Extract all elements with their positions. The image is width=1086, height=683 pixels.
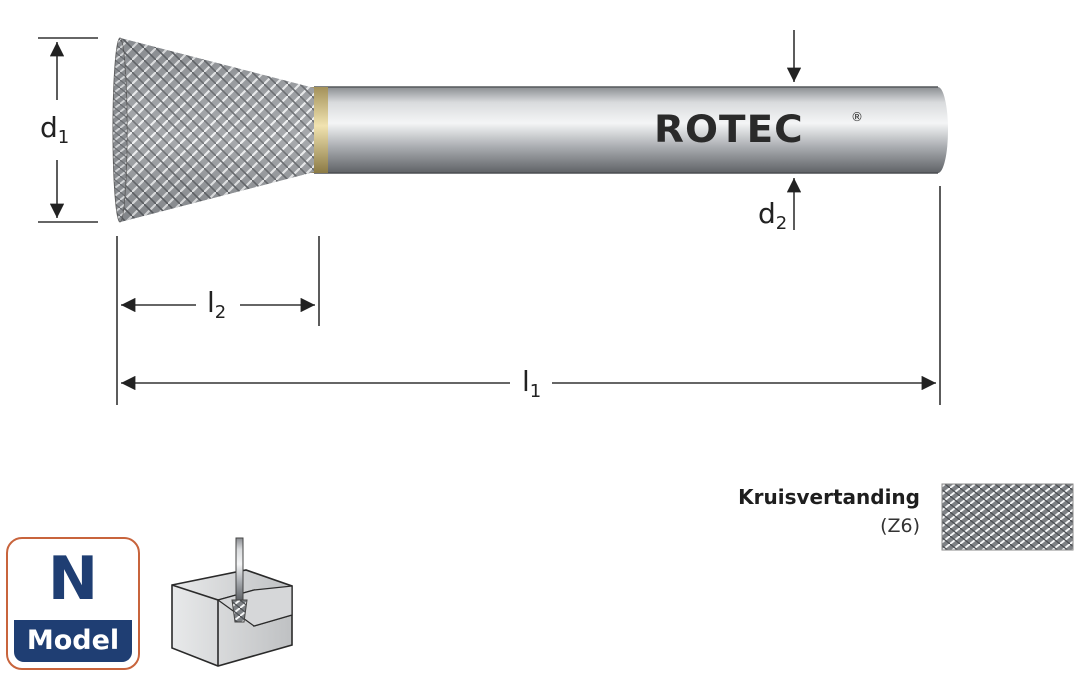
burr-head: [112, 37, 314, 223]
burr-shank: [314, 86, 948, 174]
l2-dimension: [116, 236, 320, 405]
toothing-title: Kruisvertanding: [738, 485, 920, 509]
model-letter: N: [47, 544, 99, 614]
l1-label: l1: [522, 365, 542, 402]
l1-dimension: [121, 186, 941, 405]
toothing-code: (Z6): [880, 515, 920, 537]
model-label: Model: [14, 620, 132, 662]
d1-label: d1: [40, 111, 70, 148]
model-badge: N Model: [6, 537, 140, 670]
workpiece-block-icon: [171, 537, 293, 667]
d2-label: d2: [758, 197, 788, 234]
registered-mark: ®: [851, 110, 863, 124]
brand-name: ROTEC: [654, 108, 804, 151]
d1-dimension: [38, 37, 98, 223]
tooth-pattern-swatch: [941, 483, 1074, 551]
l2-label: l2: [207, 286, 227, 323]
